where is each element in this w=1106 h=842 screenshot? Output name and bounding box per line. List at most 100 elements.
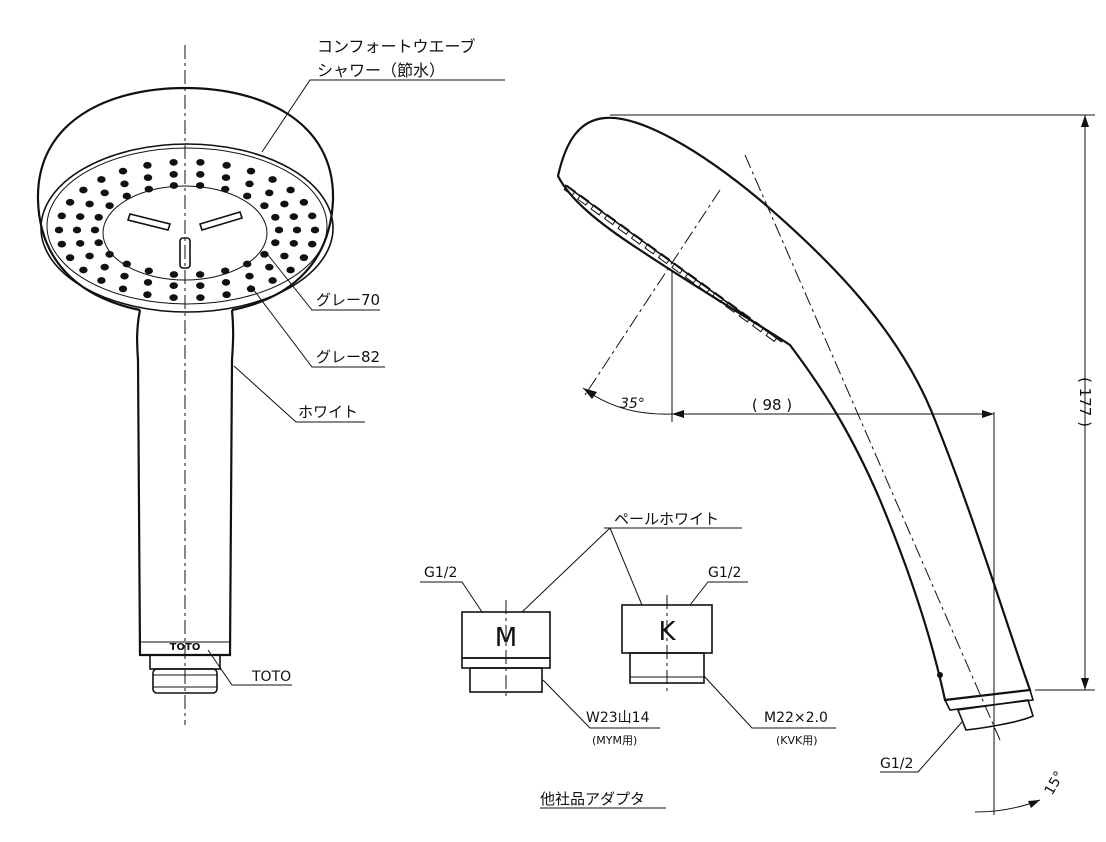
nozzle-hole bbox=[54, 226, 64, 234]
nozzle-hole bbox=[196, 171, 205, 178]
side-nozzle bbox=[603, 213, 617, 226]
nozzle-hole bbox=[221, 279, 231, 286]
nozzle-hole bbox=[118, 167, 128, 175]
side-nozzle bbox=[698, 282, 711, 294]
spray-face-inner-ring bbox=[102, 185, 268, 281]
leader-g12-left bbox=[420, 581, 483, 613]
adapter-k-letter: K bbox=[658, 617, 676, 647]
nozzle-hole bbox=[292, 226, 302, 234]
side-nozzle bbox=[671, 262, 684, 274]
dim-reach-arrow-left bbox=[672, 410, 684, 418]
dim-angle-35-arrow bbox=[583, 388, 597, 399]
nozzle-hole bbox=[299, 198, 309, 206]
nozzle-hole bbox=[196, 282, 205, 289]
nozzle-hole bbox=[196, 294, 205, 301]
nozzle-hole bbox=[85, 200, 94, 208]
nozzle-hole bbox=[76, 240, 85, 247]
connector-lower bbox=[152, 668, 218, 694]
nozzle-hole bbox=[196, 159, 205, 166]
nozzle-hole bbox=[169, 171, 178, 178]
nozzle-hole bbox=[286, 186, 295, 194]
leader-white bbox=[233, 365, 365, 423]
dim-height-arrow-top bbox=[1081, 115, 1089, 127]
nozzle-hole bbox=[57, 212, 66, 220]
nozzle-hole bbox=[308, 212, 317, 220]
nozzle-hole bbox=[72, 226, 82, 234]
leader-w23 bbox=[542, 679, 660, 729]
adapter-m-letter: M bbox=[495, 623, 517, 653]
brand-mark: TOTO bbox=[170, 642, 201, 653]
nozzle-hole bbox=[143, 291, 152, 299]
leader-product-name bbox=[261, 79, 505, 153]
nozzle-hole bbox=[169, 294, 178, 301]
nozzle-hole bbox=[289, 213, 298, 221]
nozzle-hole bbox=[65, 198, 75, 206]
label-m22: M22×2.0 bbox=[764, 710, 828, 726]
label-g12-left: G1/2 bbox=[424, 565, 457, 581]
slot-left bbox=[126, 213, 172, 231]
nozzle-hole bbox=[105, 250, 114, 258]
nozzle-hole bbox=[57, 240, 66, 248]
leader-gray82 bbox=[249, 284, 385, 368]
nozzle-hole bbox=[260, 250, 269, 258]
slot-center bbox=[179, 237, 191, 269]
nozzle-hole bbox=[90, 226, 100, 234]
nozzle-hole bbox=[280, 200, 289, 208]
nozzle-hole bbox=[144, 185, 153, 193]
nozzle-hole bbox=[245, 180, 254, 188]
nozzle-hole bbox=[308, 240, 317, 248]
side-nozzle bbox=[576, 194, 590, 206]
nozzle-hole bbox=[143, 161, 152, 169]
side-nozzle bbox=[657, 252, 671, 265]
leader-pale-white-to-k bbox=[609, 527, 643, 606]
side-body-axis bbox=[744, 154, 1001, 741]
front-view: TOTO コンフォートウエーブ シャワー（節水） グレー70 グレー82 ホワイ… bbox=[36, 37, 505, 725]
nozzle-hole bbox=[246, 167, 256, 175]
nozzle-hole bbox=[169, 182, 179, 189]
nozzle-hole bbox=[221, 267, 230, 275]
dim-height-label: ( 177 ) bbox=[1076, 377, 1094, 427]
side-nozzle bbox=[711, 291, 725, 304]
nozzle-hole bbox=[79, 266, 88, 274]
nozzle-hole bbox=[76, 213, 85, 221]
adapter-m: M bbox=[461, 600, 551, 700]
nozzle-hole bbox=[299, 254, 309, 262]
leader-g12-right bbox=[689, 581, 748, 606]
nozzle-hole bbox=[245, 272, 254, 280]
side-nozzle bbox=[630, 233, 644, 245]
nozzle-hole bbox=[169, 271, 179, 278]
side-nozzles bbox=[563, 184, 778, 343]
nozzle-hole bbox=[243, 192, 252, 200]
nozzle-hole bbox=[265, 263, 274, 271]
product-name-line1: コンフォートウエーブ bbox=[317, 37, 476, 56]
nozzle-hole bbox=[97, 176, 106, 183]
label-g12-side: G1/2 bbox=[880, 756, 913, 772]
dim-height-arrow-bottom bbox=[1081, 678, 1089, 690]
side-face-line bbox=[564, 184, 783, 343]
nozzle-hole bbox=[271, 213, 280, 221]
nozzle-hole bbox=[286, 266, 295, 274]
side-connector-thread bbox=[956, 699, 1034, 731]
nozzle-hole bbox=[310, 226, 320, 234]
nozzle-hole bbox=[143, 174, 153, 182]
side-hanger-dot bbox=[937, 672, 943, 678]
nozzle-hole bbox=[100, 189, 109, 197]
nozzle-hole bbox=[268, 176, 277, 183]
nozzle-hole bbox=[221, 185, 230, 193]
nozzle-holes bbox=[54, 159, 320, 301]
side-nozzle bbox=[644, 243, 657, 255]
nozzle-hole bbox=[122, 260, 131, 268]
side-body-outline bbox=[556, 116, 1032, 702]
side-nozzle bbox=[738, 311, 752, 323]
nozzle-hole bbox=[221, 174, 231, 182]
nozzle-hole bbox=[280, 252, 289, 260]
dim-angle-35-label: 35° bbox=[620, 396, 645, 412]
label-white: ホワイト bbox=[298, 403, 358, 421]
leader-m22 bbox=[703, 675, 836, 729]
side-view: ( 177 ) ( 98 ) 35° 15° G1/2 bbox=[556, 114, 1095, 815]
nozzle-hole bbox=[246, 285, 256, 293]
adapters-caption: 他社品アダプタ bbox=[540, 790, 645, 808]
product-name-line2: シャワー（節水） bbox=[317, 61, 445, 80]
side-nozzle bbox=[725, 301, 738, 313]
